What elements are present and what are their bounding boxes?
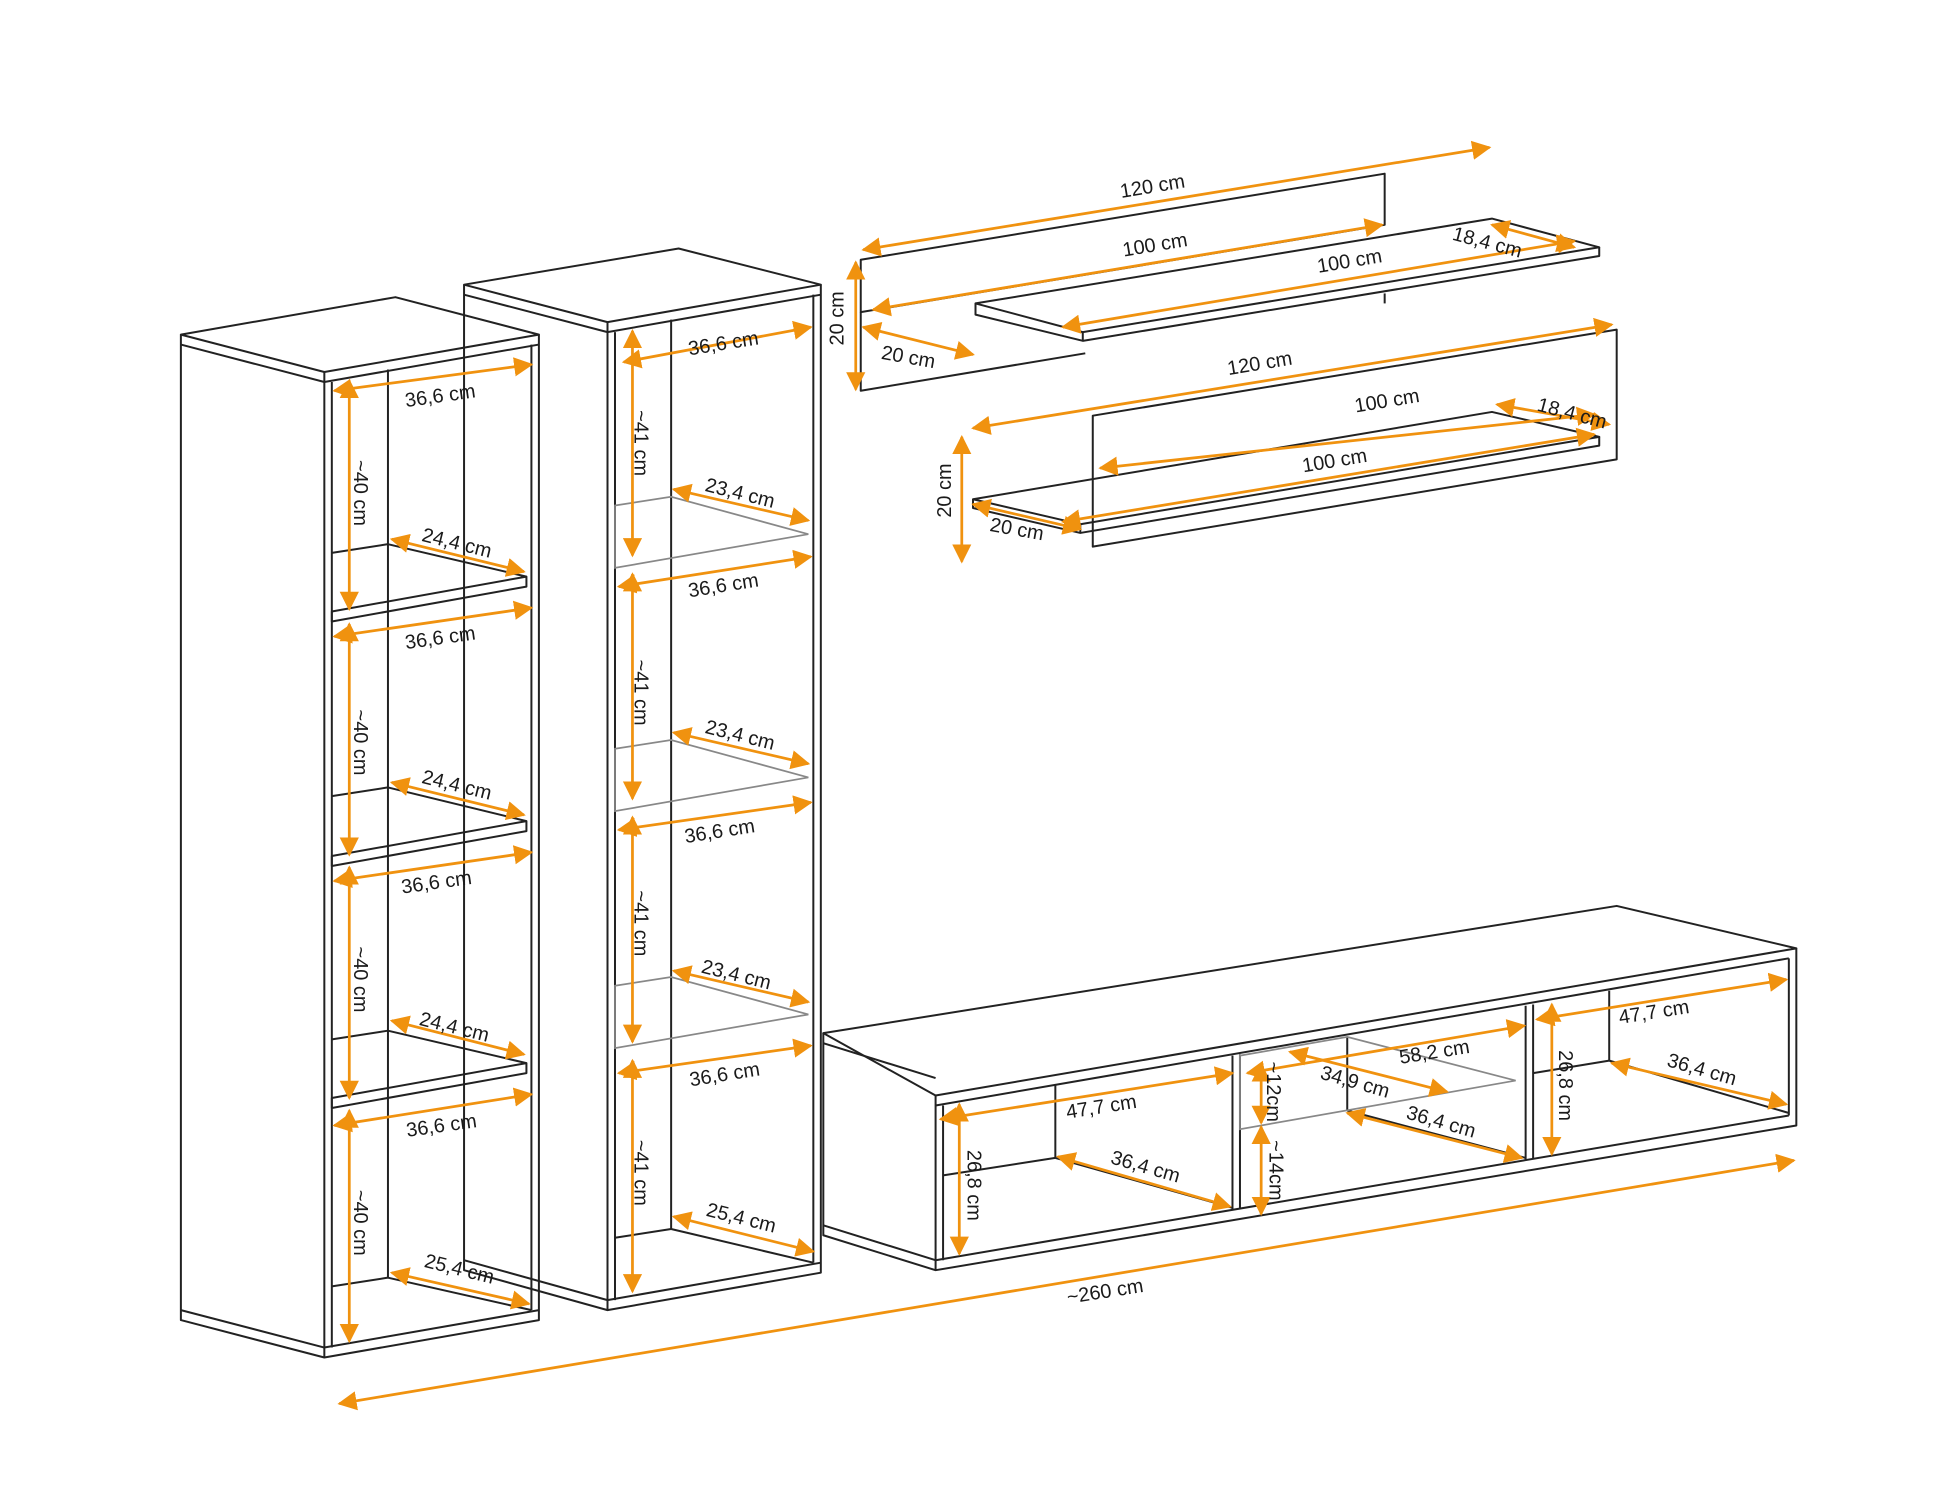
dimension-label: ~41 cm xyxy=(630,410,652,476)
dimension-arrow xyxy=(332,1087,534,1133)
dimension-label: ~12cm xyxy=(1262,1062,1284,1122)
dimension-label: 47,7 cm xyxy=(1617,996,1690,1029)
dimension-arrow xyxy=(616,549,813,594)
dimension-label: 58,2 cm xyxy=(1398,1036,1471,1069)
dimension-label: 20 cm xyxy=(880,342,937,373)
dimension-label: 100 cm xyxy=(1121,229,1189,261)
dimension-label: 100 cm xyxy=(1316,245,1384,277)
dimension-label: ~40 cm xyxy=(349,1190,371,1256)
dimension-label: 23,4 cm xyxy=(703,474,777,513)
dimension-arrow xyxy=(332,600,534,644)
tall-cabinet-glass xyxy=(463,247,822,1312)
dimension-arrow xyxy=(1495,398,1612,431)
dimension-label: 100 cm xyxy=(1353,385,1421,417)
dimension-arrow xyxy=(389,1015,526,1060)
dimension-label: ~41 cm xyxy=(630,660,652,726)
dimension-arrow xyxy=(1060,427,1597,529)
dimension-label: 26,8 cm xyxy=(1554,1050,1576,1121)
dimension-arrow xyxy=(861,321,975,360)
dimension-arrow xyxy=(332,845,534,888)
dimension-arrow xyxy=(1345,1108,1524,1163)
dimension-arrow xyxy=(332,357,534,398)
dimension-arrow xyxy=(1609,1057,1789,1110)
dimension-label: 36,6 cm xyxy=(688,1058,761,1091)
dimension-arrow xyxy=(389,533,526,577)
dimension-label: 120 cm xyxy=(1226,348,1294,380)
dimension-label: 24,4 cm xyxy=(420,524,494,563)
dimension-arrow xyxy=(621,320,813,369)
dimension-label: 36,6 cm xyxy=(404,622,477,654)
dimension-arrow xyxy=(938,1066,1235,1127)
dimension-label: 47,7 cm xyxy=(1065,1091,1138,1124)
dimension-label: ~40 cm xyxy=(349,947,371,1013)
dimension-label: ~41 cm xyxy=(630,1140,652,1206)
dimension-label: 20 cm xyxy=(934,463,956,517)
dimension-label: 36,6 cm xyxy=(405,1110,478,1142)
dimension-arrow xyxy=(971,317,1614,435)
dimension-label: ~41 cm xyxy=(630,890,652,956)
dimension-label: 25,4 cm xyxy=(704,1199,778,1238)
dimension-arrow xyxy=(337,1153,1796,1411)
dimension-arrow xyxy=(389,777,526,821)
dimension-label: 26,8 cm xyxy=(963,1150,985,1221)
dimension-arrow xyxy=(1060,234,1577,334)
dimension-arrow xyxy=(1490,220,1577,252)
dimension-label: 36,6 cm xyxy=(687,327,760,360)
dimension-label: ~14cm xyxy=(1265,1140,1287,1200)
dimension-arrow xyxy=(616,1038,813,1081)
dimension-label: 36,6 cm xyxy=(400,867,473,899)
dimension-arrow xyxy=(1245,1019,1527,1080)
dimension-arrow xyxy=(616,795,813,837)
dimension-label: 36,6 cm xyxy=(404,380,477,412)
wall-shelf-bottom xyxy=(972,328,1618,548)
dimension-arrow xyxy=(1288,1046,1449,1097)
dimension-arrow xyxy=(1534,972,1789,1027)
dimension-label: 18,4 cm xyxy=(1535,394,1609,434)
dimension-arrow xyxy=(671,727,811,770)
dimension-label: ~40 cm xyxy=(349,460,371,526)
dimension-label: ~40 cm xyxy=(349,710,371,776)
dimension-label: 20 cm xyxy=(827,291,849,345)
dimension-arrow xyxy=(971,498,1083,535)
dimension-arrow xyxy=(671,965,811,1008)
dimension-arrow xyxy=(671,483,811,526)
